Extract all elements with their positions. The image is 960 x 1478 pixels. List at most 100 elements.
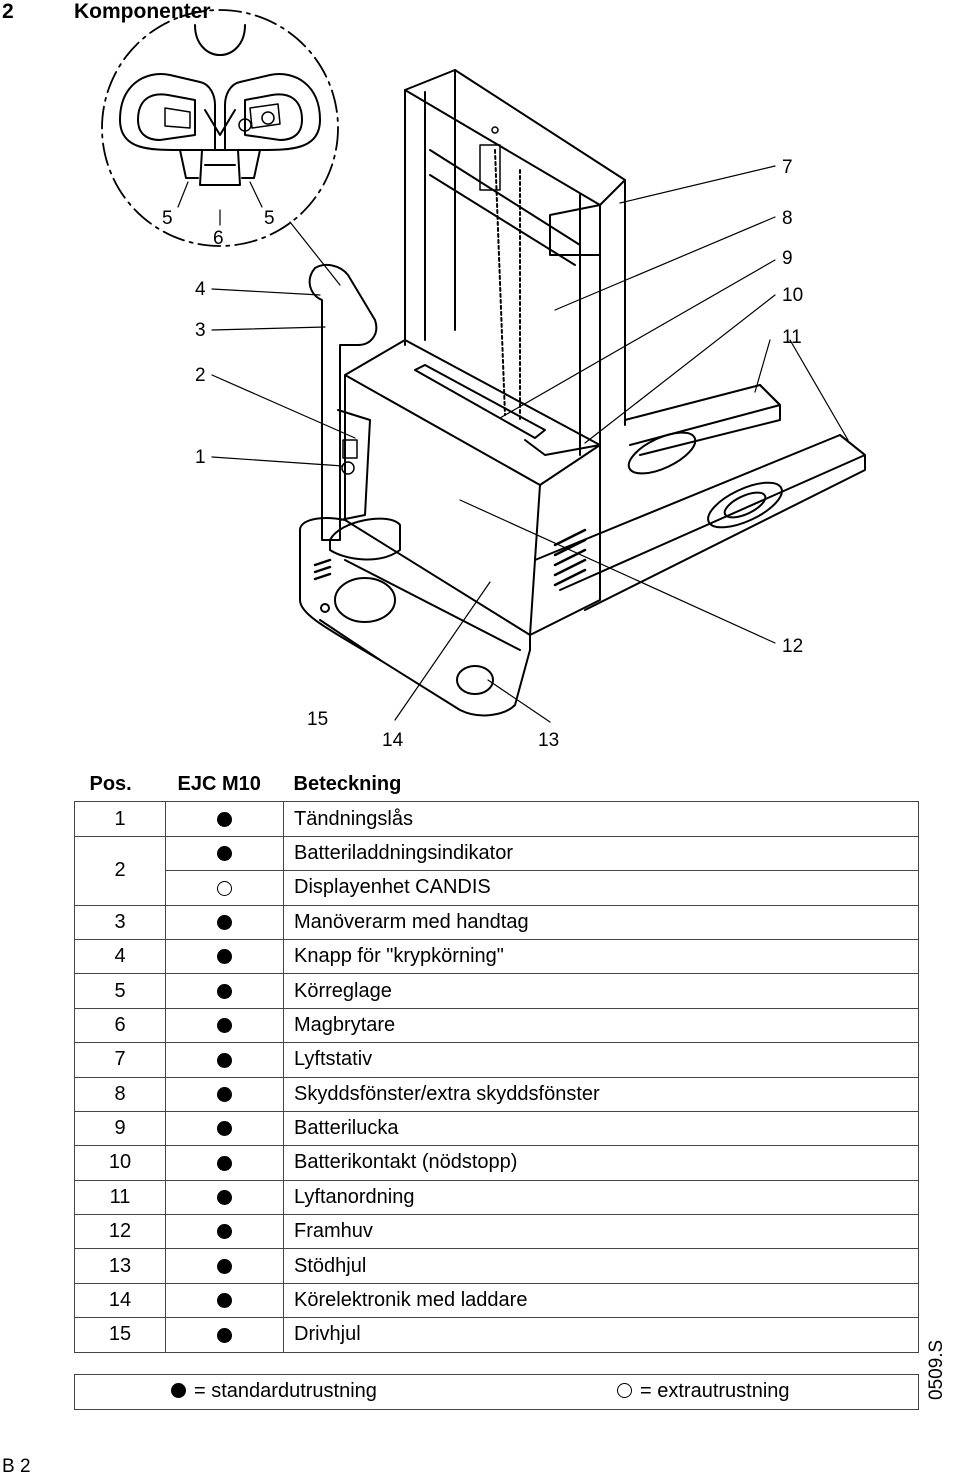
standard-dot-icon: [165, 973, 284, 1009]
forks: [534, 384, 866, 611]
standard-dot-icon: [165, 1282, 284, 1319]
row-pos: 10: [74, 1145, 166, 1181]
key-standard-label: = standardutrustning: [194, 1380, 377, 1402]
row-desc: Magbrytare: [283, 1007, 919, 1044]
callout-8: 8: [782, 208, 793, 229]
mast: [404, 69, 626, 456]
table-header-row: Pos. EJC M10 Beteckning: [74, 768, 919, 803]
row-pos: 2: [74, 835, 166, 906]
extra-circle-icon: [617, 1383, 632, 1398]
row-desc: Tändningslås: [283, 801, 919, 837]
standard-dot-icon: [165, 1042, 284, 1078]
standard-dot-icon: [165, 904, 284, 940]
standard-dot-icon: [165, 1317, 284, 1353]
table-row: 13 Stödhjul: [74, 1248, 919, 1284]
section-title: Komponenter: [74, 0, 211, 23]
callout-1: 1: [195, 447, 206, 468]
table-row: 2 Batteriladdningsindikator: [74, 835, 919, 906]
callout-3: 3: [195, 320, 206, 341]
row-desc: Framhuv: [283, 1214, 919, 1250]
row-desc: Drivhjul: [283, 1317, 919, 1353]
column-header-designation: Beteckning: [283, 768, 919, 803]
callout-7: 7: [782, 157, 793, 178]
symbol-key: = standardutrustning = extrautrustning: [74, 1374, 919, 1410]
standard-dot-icon: [165, 938, 284, 975]
truck-illustration: [101, 9, 866, 723]
column-header-pos: Pos.: [74, 768, 166, 803]
section-number: 2: [2, 0, 14, 23]
callout-11: 11: [782, 327, 802, 348]
callout-15: 15: [307, 709, 329, 730]
row-pos: 4: [74, 938, 166, 975]
table-row: 9 Batterilucka: [74, 1110, 919, 1147]
row-desc: Batterilucka: [283, 1110, 919, 1147]
callout-2: 2: [195, 365, 206, 386]
row-desc: Lyftanordning: [283, 1179, 919, 1216]
key-standard: = standardutrustning: [171, 1380, 377, 1403]
row-desc: Körelektronik med laddare: [283, 1282, 919, 1319]
table-row: 5 Körreglage: [74, 973, 919, 1009]
table-row: 14 Körelektronik med laddare: [74, 1282, 919, 1319]
table-row: 7 Lyftstativ: [74, 1042, 919, 1078]
table-row: 6 Magbrytare: [74, 1007, 919, 1044]
table-row: 11 Lyftanordning: [74, 1179, 919, 1216]
column-header-model: EJC M10: [165, 768, 284, 803]
callout-6: 6: [213, 228, 224, 249]
row-desc: Manöverarm med handtag: [283, 904, 919, 940]
row-pos: 6: [74, 1007, 166, 1044]
row-pos: 7: [74, 1042, 166, 1078]
table-row: 1 Tändningslås: [74, 801, 919, 837]
table-row: 4 Knapp för "krypkörning": [74, 938, 919, 975]
standard-dot-icon: [165, 1248, 284, 1284]
row-pos: 5: [74, 973, 166, 1009]
row-desc: Displayenhet CANDIS: [283, 870, 919, 906]
callout-10: 10: [782, 285, 804, 306]
row-pos: 13: [74, 1248, 166, 1284]
row-desc: Batterikontakt (nödstopp): [283, 1145, 919, 1181]
row-desc: Stödhjul: [283, 1248, 919, 1284]
row-desc: Knapp för "krypkörning": [283, 938, 919, 975]
table-row: 15 Drivhjul: [74, 1317, 919, 1353]
row-desc: Batteriladdningsindikator: [283, 835, 919, 872]
row-pos: 9: [74, 1110, 166, 1147]
callout-9: 9: [782, 248, 793, 269]
standard-dot-icon: [165, 835, 284, 872]
key-extra-label: = extrautrustning: [640, 1380, 790, 1402]
page-number: B 2: [2, 1456, 31, 1477]
table-row: 8 Skyddsfönster/extra skyddsfönster: [74, 1076, 919, 1112]
row-pos: 8: [74, 1076, 166, 1112]
extra-circle-icon: [165, 870, 284, 906]
callout-4: 4: [195, 279, 206, 300]
standard-dot-icon: [165, 1214, 284, 1250]
section-heading: 2 Komponenter: [2, 0, 211, 24]
key-extra: = extrautrustning: [617, 1380, 790, 1403]
tiller-arm: [308, 263, 401, 561]
row-desc: Lyftstativ: [283, 1042, 919, 1078]
callout-5-right: 5: [264, 208, 275, 229]
row-desc: Skyddsfönster/extra skyddsfönster: [283, 1076, 919, 1112]
callout-12: 12: [782, 636, 804, 657]
standard-dot-icon: [165, 1145, 284, 1181]
standard-dot-icon: [171, 1383, 186, 1398]
table-row: 3 Manöverarm med handtag: [74, 904, 919, 940]
figure-code: 0509.S: [926, 1339, 947, 1400]
table-row: 12 Framhuv: [74, 1214, 919, 1250]
row-pos: 12: [74, 1214, 166, 1250]
callout-14: 14: [382, 730, 404, 751]
row-pos: 11: [74, 1179, 166, 1216]
standard-dot-icon: [165, 1110, 284, 1147]
tiller-head-detail: [119, 24, 321, 186]
row-desc: Körreglage: [283, 973, 919, 1009]
standard-dot-icon: [165, 1179, 284, 1216]
row-pos: 15: [74, 1317, 166, 1353]
table-row: 10 Batterikontakt (nödstopp): [74, 1145, 919, 1181]
callout-13: 13: [538, 730, 560, 751]
row-pos: 1: [74, 801, 166, 837]
row-pos: 14: [74, 1282, 166, 1319]
standard-dot-icon: [165, 801, 284, 837]
table-row: Displayenhet CANDIS: [75, 870, 919, 906]
detail-circle: [101, 9, 339, 247]
truck-body: [299, 339, 601, 717]
callout-5-left: 5: [162, 208, 173, 229]
standard-dot-icon: [165, 1076, 284, 1112]
